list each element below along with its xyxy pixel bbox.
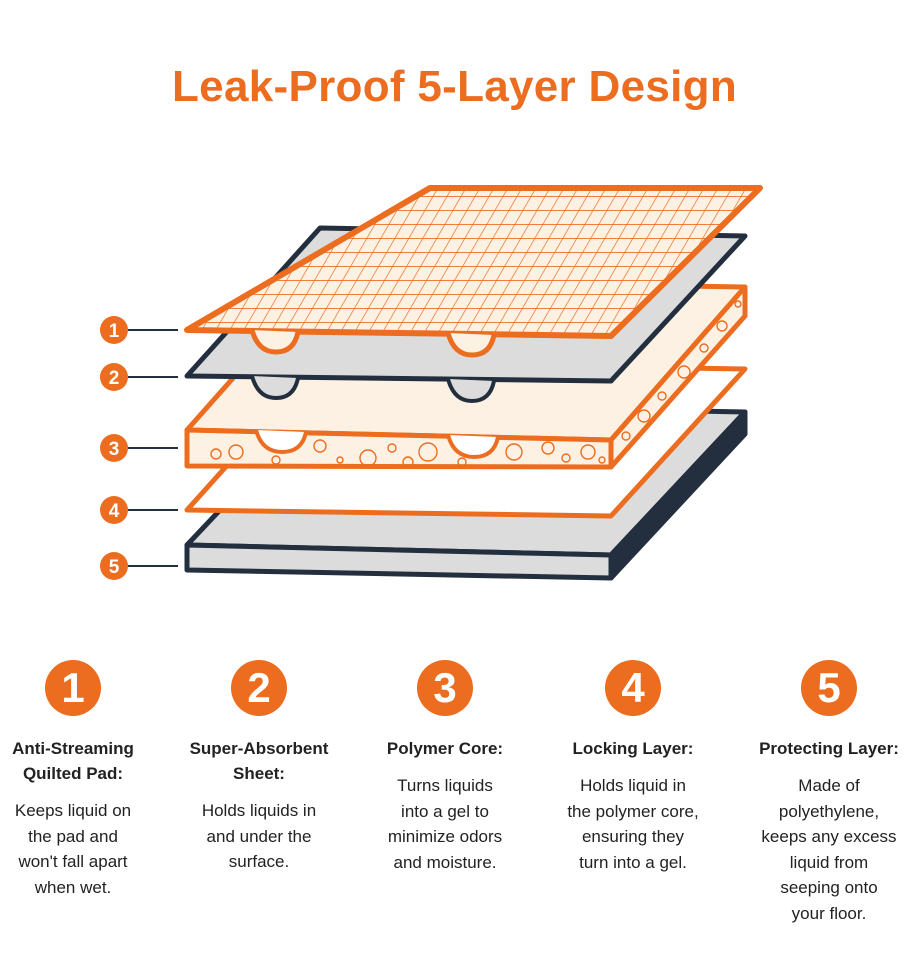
feature-2-description: Holds liquids in and under the surface. xyxy=(201,801,317,871)
feature-1-description: Keeps liquid on the pad and won't fall a… xyxy=(14,801,132,897)
marker-2-label: 2 xyxy=(109,368,120,389)
feature-3-description: Turns liquids into a gel to minimize odo… xyxy=(387,776,503,872)
marker-2: 2 xyxy=(100,363,128,391)
feature-4: 4 Locking Layer: Holds liquid in the pol… xyxy=(538,660,728,875)
feature-2-title: Super-Absorbent Sheet: xyxy=(189,739,329,783)
marker-5-label: 5 xyxy=(109,557,120,578)
feature-1-number-badge: 1 xyxy=(45,660,101,716)
marker-3-label: 3 xyxy=(109,439,120,460)
feature-1-title: Anti-Streaming Quilted Pad: xyxy=(12,739,134,783)
feature-3-title: Polymer Core: xyxy=(386,739,504,758)
marker-5: 5 xyxy=(100,552,128,580)
feature-5-description: Made of polyethylene, keeps any excess l… xyxy=(761,776,897,923)
layer-markers: 1 2 3 4 5 xyxy=(100,316,178,580)
layer-diagram: 1 2 3 4 5 xyxy=(100,185,763,581)
feature-4-title: Locking Layer: xyxy=(572,739,694,758)
feature-3-number-badge: 3 xyxy=(417,660,473,716)
feature-3: 3 Polymer Core: Turns liquids into a gel… xyxy=(350,660,540,875)
marker-3: 3 xyxy=(100,434,128,462)
feature-2-number-badge: 2 xyxy=(231,660,287,716)
feature-2: 2 Super-Absorbent Sheet: Holds liquids i… xyxy=(164,660,354,875)
feature-4-number-badge: 4 xyxy=(605,660,661,716)
feature-4-description: Holds liquid in the polymer core, ensuri… xyxy=(567,776,699,872)
marker-4-label: 4 xyxy=(109,501,120,522)
page-title: Leak-Proof 5-Layer Design xyxy=(172,62,737,111)
marker-4: 4 xyxy=(100,496,128,524)
feature-1: 1 Anti-Streaming Quilted Pad: Keeps liqu… xyxy=(0,660,168,900)
feature-5-number-badge: 5 xyxy=(801,660,857,716)
feature-5: 5 Protecting Layer: Made of polyethylene… xyxy=(734,660,909,926)
feature-5-title: Protecting Layer: xyxy=(759,739,899,758)
marker-1: 1 xyxy=(100,316,128,344)
marker-1-label: 1 xyxy=(109,321,120,342)
layer-1-quilted-pad xyxy=(184,185,763,358)
